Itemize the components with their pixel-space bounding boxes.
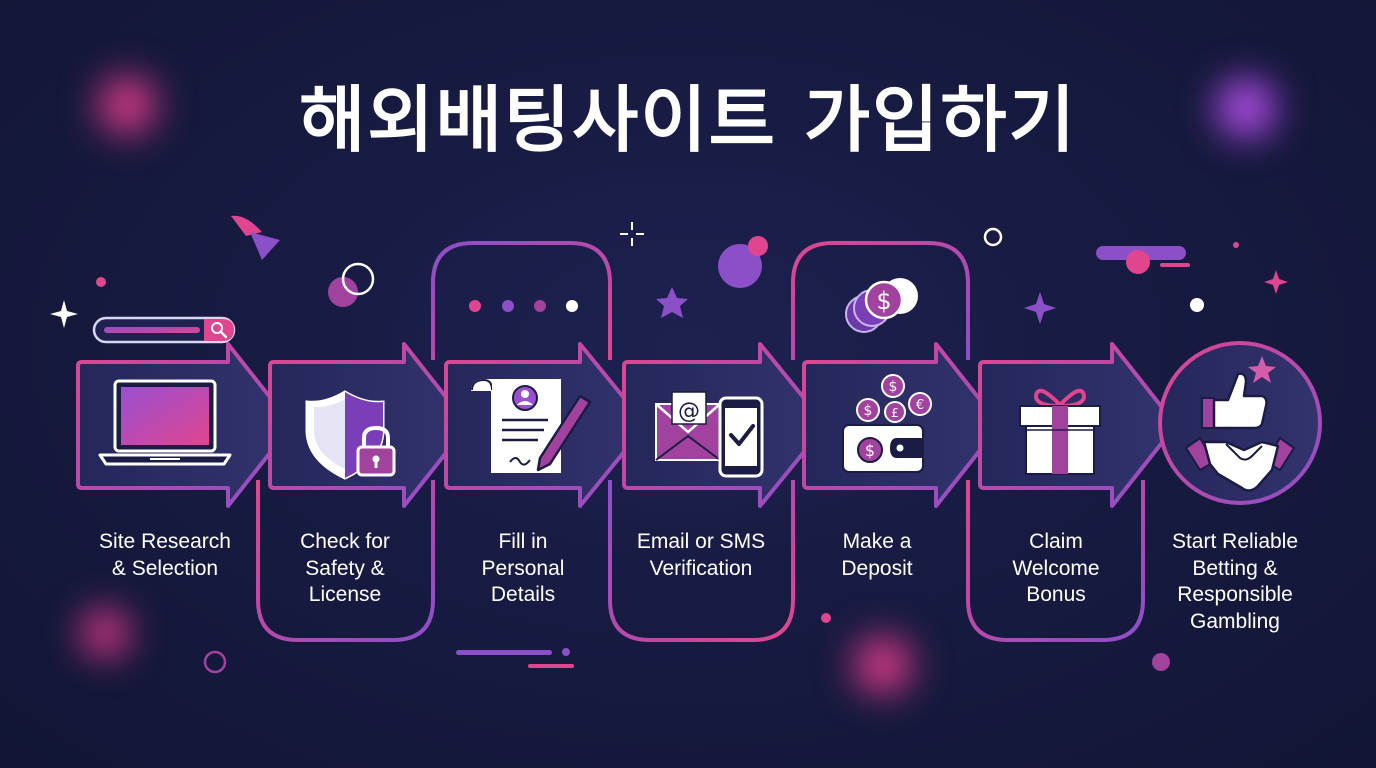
- triangle-shape: [231, 215, 262, 236]
- glow-top-left: [92, 70, 162, 140]
- ring: [341, 262, 375, 296]
- handshake-thumbs-up-icon: [1184, 356, 1296, 492]
- step-label-6: Claim Welcome Bonus: [1012, 530, 1100, 606]
- svg-text:£: £: [891, 406, 899, 420]
- sparkle-icon: [1264, 270, 1288, 294]
- streak: [528, 664, 574, 668]
- dot: [562, 648, 570, 656]
- dot: [502, 300, 514, 312]
- gift-icon: [1019, 388, 1101, 475]
- dot: [469, 300, 481, 312]
- streak: [456, 650, 552, 655]
- step-label-1: Site Research & Selection: [99, 530, 231, 580]
- laptop-icon: [98, 379, 232, 466]
- dot: [328, 277, 358, 307]
- dot: [1233, 242, 1239, 248]
- svg-text:@: @: [678, 399, 700, 424]
- svg-text:$: $: [889, 379, 898, 395]
- step-label-5: Make a Deposit: [841, 530, 913, 580]
- email-phone-icon: @: [655, 391, 764, 478]
- frame-down-2: [608, 480, 795, 642]
- ring: [983, 227, 1003, 247]
- step-label-7: Start Reliable Betting & Responsible Gam…: [1171, 530, 1299, 633]
- frame-down-1: [256, 480, 435, 642]
- page-title: 해외배팅사이트 가입하기: [299, 78, 1077, 162]
- crosshair-icon: [620, 222, 644, 246]
- decorations: [50, 215, 1288, 674]
- dot: [821, 613, 831, 623]
- step-label-2: Check for Safety & License: [300, 530, 390, 606]
- dot: [534, 300, 546, 312]
- sparkle-icon: [50, 300, 78, 328]
- blob: [718, 244, 762, 288]
- svg-text:€: €: [916, 398, 924, 413]
- ring: [203, 650, 227, 674]
- glow-bottom-center: [848, 630, 918, 700]
- triangle-shape: [250, 232, 280, 260]
- connector-frames: [256, 241, 1145, 642]
- dot: [1190, 298, 1204, 312]
- star-icon: [656, 287, 688, 318]
- frame-down-3: [966, 480, 1145, 642]
- coin-stack-icon: $: [845, 278, 918, 333]
- shield-lock-icon: [305, 390, 396, 480]
- dot: [566, 300, 578, 312]
- streak: [1160, 263, 1190, 267]
- frame-up-1: [431, 241, 612, 360]
- wallet-coins-icon: $ $ £ € $: [842, 374, 932, 473]
- document-pen-icon: [470, 378, 592, 473]
- glow-bottom-left: [76, 604, 134, 662]
- blob: [1126, 250, 1150, 274]
- step-label-4: Email or SMS Verification: [636, 530, 766, 580]
- step-label-3: Fill in Personal Details: [481, 530, 565, 606]
- blob: [748, 236, 768, 256]
- dot: [1152, 653, 1170, 671]
- dot: [96, 277, 106, 287]
- svg-text:$: $: [865, 441, 875, 460]
- search-bar-icon: [92, 316, 236, 344]
- frame-up-2: [791, 241, 970, 360]
- sparkle-icon: [1024, 292, 1056, 324]
- svg-text:$: $: [864, 403, 873, 419]
- glow-top-right: [1210, 72, 1282, 144]
- svg-text:$: $: [876, 287, 891, 315]
- step-arrows: [76, 342, 1178, 508]
